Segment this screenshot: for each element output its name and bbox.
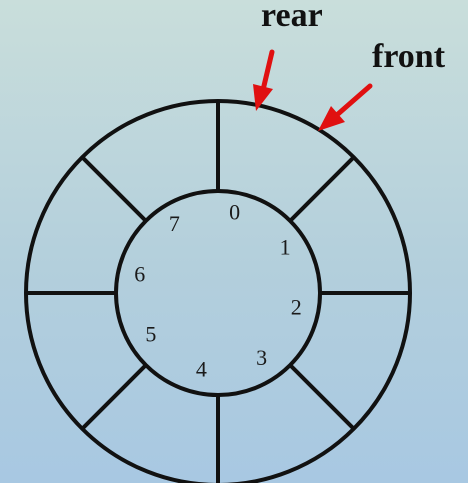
front-arrow-shaft (335, 83, 373, 117)
slot-index-7: 7 (169, 211, 180, 236)
rear-label: rear (261, 0, 323, 34)
slot-index-4: 4 (196, 356, 207, 381)
rear-pointer: rear (253, 0, 323, 111)
front-arrow-head (318, 106, 345, 131)
rear-arrow-shaft (260, 49, 275, 93)
slot-divider-3 (288, 363, 356, 431)
slot-divider-5 (80, 363, 148, 431)
rear-arrow-head (253, 84, 273, 111)
slot-divider-1 (288, 155, 356, 223)
front-label: front (372, 38, 446, 75)
slot-index-5: 5 (145, 322, 156, 347)
inner-ring (114, 189, 322, 397)
slot-divider-7 (80, 155, 148, 223)
slot-index-1: 1 (280, 234, 291, 259)
slot-index-3: 3 (256, 345, 267, 370)
slot-index-2: 2 (291, 295, 302, 320)
front-pointer: front (318, 38, 446, 131)
slot-dividers (26, 101, 410, 483)
slot-index-0: 0 (229, 200, 240, 225)
slot-index-labels: 0 1 2 3 4 5 6 7 (134, 200, 302, 382)
slot-index-6: 6 (134, 261, 145, 286)
